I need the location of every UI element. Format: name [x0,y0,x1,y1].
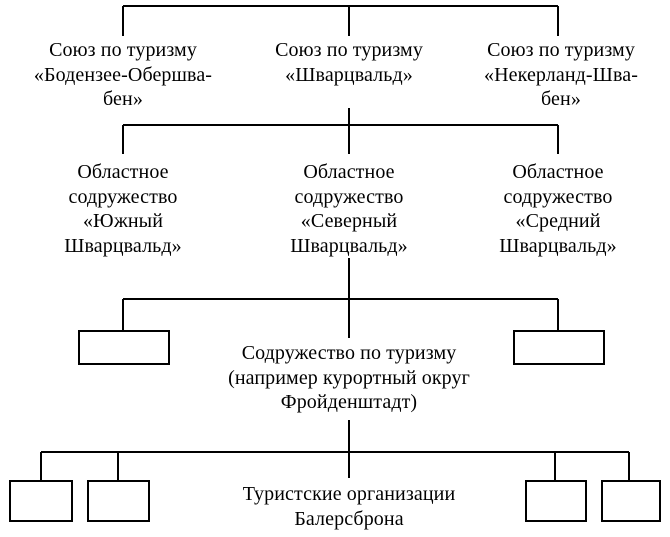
tourist-organizations: Туристские организации Балерсброна [242,483,456,530]
empty-box-community-left [78,330,170,365]
empty-box-community-right [513,330,605,365]
empty-box-org-2 [87,480,150,522]
empty-box-org-3 [525,480,587,522]
union-bodensee: Союз по туризму «Бодензее-Обершва- бен» [33,39,213,110]
empty-box-org-1 [9,480,73,522]
regional-north: Областное содружество «Северный Шварцвал… [290,161,408,257]
union-neckarland: Союз по туризму «Некерланд-Шва- бен» [484,39,638,110]
regional-south: Областное содружество «Южный Шварцвальд» [64,161,182,257]
union-schwarzwald: Союз по туризму «Шварцвальд» [275,39,423,86]
tourism-community: Содружество по туризму (например курортн… [228,342,470,413]
regional-middle: Областное содружество «Средний Шварцваль… [499,161,617,257]
empty-box-org-4 [601,480,661,522]
